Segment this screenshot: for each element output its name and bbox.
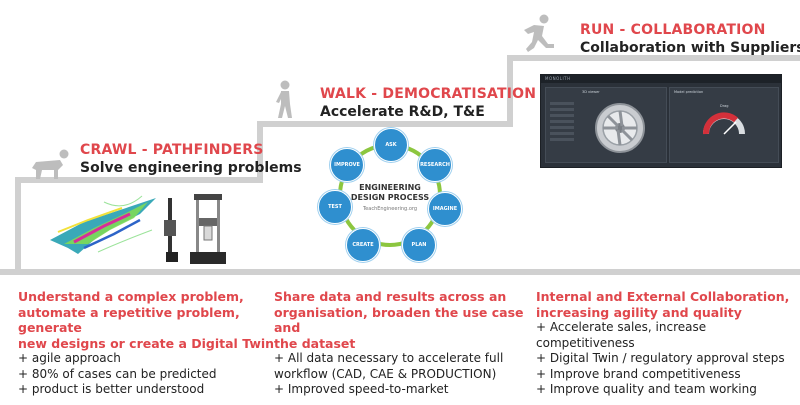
walk-description: Share data and results across an organis… bbox=[274, 289, 534, 398]
cycle-center-line1: ENGINEERING bbox=[359, 183, 421, 192]
walk-heading-line: the dataset bbox=[274, 335, 356, 351]
screenshot-panel1-title: 3D viewer bbox=[582, 90, 600, 94]
walk-benefit: workflow (CAD, CAE & PRODUCTION) bbox=[274, 366, 497, 381]
list-item bbox=[550, 126, 574, 129]
list-item bbox=[550, 114, 574, 117]
crawl-stage-subtitle: Solve engineering problems bbox=[80, 160, 302, 176]
car-wheel-render bbox=[595, 103, 645, 153]
run-heading-line: Internal and External Collaboration, bbox=[536, 289, 790, 304]
list-item bbox=[550, 138, 574, 141]
list-item bbox=[550, 102, 574, 105]
crawl-description: Understand a complex problem, automate a… bbox=[18, 289, 278, 398]
walk-heading-line: organisation, broaden the use case and bbox=[274, 304, 524, 336]
walk-stage-title: WALK - DEMOCRATISATION bbox=[320, 86, 537, 102]
running-person-icon bbox=[524, 14, 554, 52]
cycle-node-research: RESEARCH bbox=[418, 148, 452, 182]
drag-gauge bbox=[703, 112, 745, 135]
material-testing-machine-image bbox=[164, 194, 226, 264]
crawl-benefit: + product is better understood bbox=[18, 382, 205, 396]
crawl-heading-line: new designs or create a Digital Twin bbox=[18, 335, 275, 351]
list-item bbox=[550, 108, 574, 111]
collaboration-software-screenshot: MONOLITH 3D viewer Model prediction Drag bbox=[540, 74, 782, 168]
crawling-person-icon bbox=[32, 149, 69, 179]
cycle-center-title: ENGINEERING DESIGN PROCESS bbox=[340, 183, 440, 203]
run-benefit: + Accelerate sales, increase competitive… bbox=[536, 320, 707, 350]
run-description: Internal and External Collaboration, inc… bbox=[536, 289, 798, 398]
list-item bbox=[550, 120, 574, 123]
list-item bbox=[550, 132, 574, 135]
run-benefit: + Digital Twin / regulatory approval ste… bbox=[536, 351, 785, 365]
cycle-node-create: CREATE bbox=[346, 228, 380, 262]
walk-benefit: + Improved speed-to-market bbox=[274, 382, 449, 396]
walk-heading-line: Share data and results across an bbox=[274, 289, 507, 304]
screenshot-panel2-title: Model prediction bbox=[674, 90, 704, 94]
screenshot-panel-right: Model prediction Drag bbox=[669, 87, 779, 163]
crawl-heading-line: automate a repetitive problem, generate bbox=[18, 304, 240, 336]
walking-person-icon bbox=[276, 80, 292, 118]
aircraft-cfd-simulation-image bbox=[44, 192, 162, 264]
screenshot-brand: MONOLITH bbox=[545, 76, 571, 81]
run-stage-subtitle: Collaboration with Suppliers bbox=[580, 40, 800, 56]
cycle-node-ask: ASK bbox=[374, 128, 408, 162]
crawl-heading-line: Understand a complex problem, bbox=[18, 289, 244, 304]
crawl-stage-title: CRAWL - PATHFINDERS bbox=[80, 142, 264, 158]
cycle-node-improve: IMPROVE bbox=[330, 148, 364, 182]
cycle-node-test: TEST bbox=[318, 190, 352, 224]
cycle-center-url: TeachEngineering.org bbox=[362, 206, 418, 212]
cycle-node-imagine: IMAGINE bbox=[428, 192, 462, 226]
run-heading-line: increasing agility and quality bbox=[536, 304, 742, 320]
cycle-node-plan: PLAN bbox=[402, 228, 436, 262]
crawl-benefit: + 80% of cases can be predicted bbox=[18, 366, 217, 381]
screenshot-gauge-label: Drag bbox=[720, 104, 729, 108]
walk-benefit: + All data necessary to accelerate full bbox=[274, 351, 504, 365]
cycle-center-line2: DESIGN PROCESS bbox=[350, 193, 430, 202]
crawl-benefit: + agile approach bbox=[18, 351, 121, 365]
run-benefit: + Improve brand competitiveness bbox=[536, 366, 741, 381]
run-benefit: + Improve quality and team working bbox=[536, 382, 757, 396]
run-stage-title: RUN - COLLABORATION bbox=[580, 22, 766, 38]
walk-stage-subtitle: Accelerate R&D, T&E bbox=[320, 104, 485, 120]
screenshot-panel-left: 3D viewer bbox=[545, 87, 667, 163]
screenshot-topbar: MONOLITH bbox=[541, 75, 781, 83]
